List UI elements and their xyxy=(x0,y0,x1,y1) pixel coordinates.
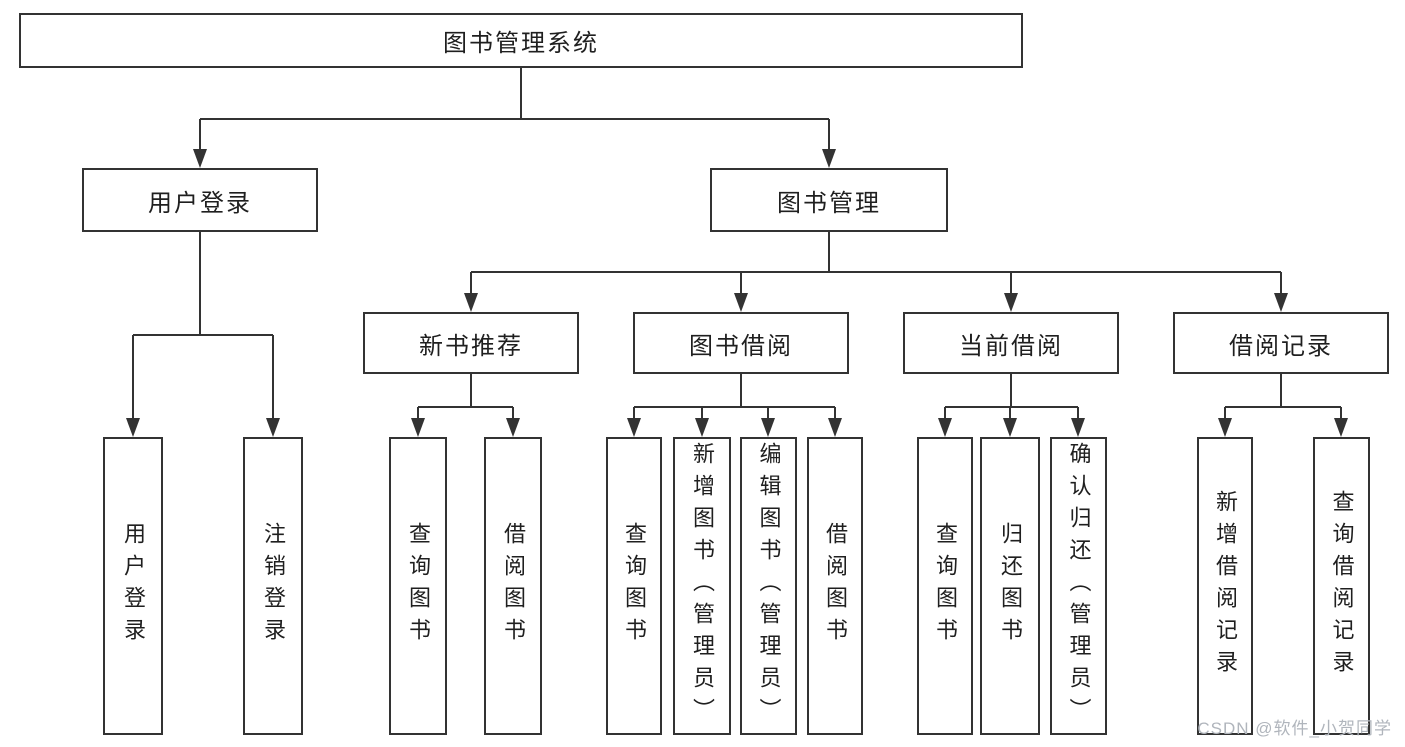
leaf-current-query-books: 查询图书 xyxy=(917,437,973,735)
leaf-borrowing-borrow-books: 借阅图书 xyxy=(807,437,863,735)
arrowheads xyxy=(126,149,1348,437)
node-user-login: 用户登录 xyxy=(82,168,318,232)
leaf-borrowing-query-books: 查询图书 xyxy=(606,437,662,735)
node-current-borrowing: 当前借阅 xyxy=(903,312,1119,374)
leaf-logout: 注销登录 xyxy=(243,437,303,735)
leaf-return-books: 归还图书 xyxy=(980,437,1040,735)
node-borrow-records: 借阅记录 xyxy=(1173,312,1389,374)
leaf-add-books-admin: 新增图书（管理员） xyxy=(673,437,731,735)
node-new-book-recommend: 新书推荐 xyxy=(363,312,579,374)
node-book-borrowing: 图书借阅 xyxy=(633,312,849,374)
node-library-management-system: 图书管理系统 xyxy=(19,13,1023,68)
csdn-watermark: CSDN @软件_小贺同学 xyxy=(1197,719,1392,738)
leaf-user-login: 用户登录 xyxy=(103,437,163,735)
node-book-management: 图书管理 xyxy=(710,168,948,232)
leaf-confirm-return-admin: 确认归还（管理员） xyxy=(1050,437,1107,735)
leaf-add-borrow-record: 新增借阅记录 xyxy=(1197,437,1253,735)
leaf-recommend-query-books: 查询图书 xyxy=(389,437,447,735)
leaf-edit-books-admin: 编辑图书（管理员） xyxy=(740,437,797,735)
leaf-query-borrow-record: 查询借阅记录 xyxy=(1313,437,1370,735)
leaf-recommend-borrow-books: 借阅图书 xyxy=(484,437,542,735)
